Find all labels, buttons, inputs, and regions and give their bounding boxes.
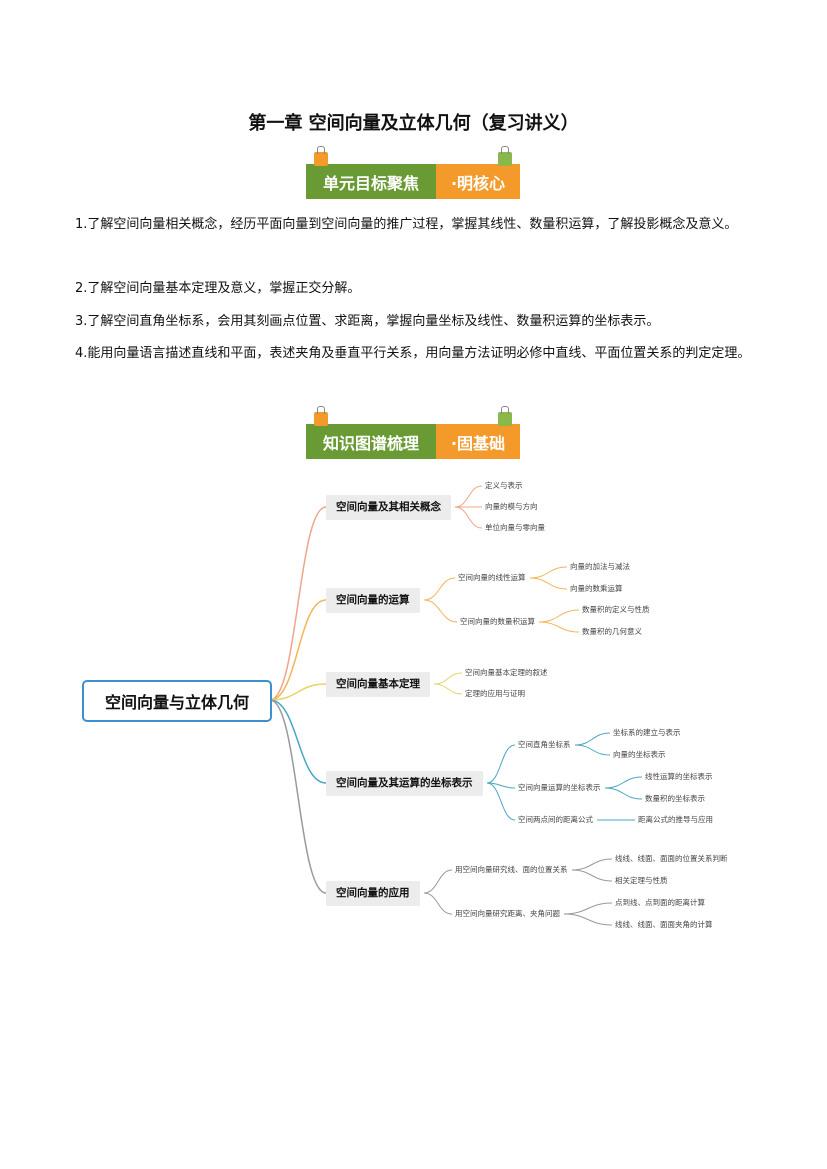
connector-line — [538, 609, 580, 623]
mind-map-branch: 空间向量基本定理 — [326, 671, 430, 697]
connector-line — [269, 699, 327, 894]
banner-right-text: ·明核心 — [436, 164, 520, 199]
banner-right-text: ·固基础 — [436, 424, 520, 459]
mind-map-leaf: 点到线、点到面的距离计算 — [615, 898, 705, 907]
mind-map-subtopic: 空间向量的数量积运算 — [460, 617, 535, 626]
connector-line — [574, 732, 611, 746]
objective-4: 4.能用向量语言描述直线和平面，表述夹角及垂直平行关系，用向量方法证明必修中直线… — [75, 346, 751, 361]
mind-map-leaf: 定义与表示 — [485, 481, 523, 490]
clip-icon — [314, 406, 328, 426]
mind-map-leaf: 向量的数乘运算 — [570, 584, 623, 593]
mind-map-leaf: 定理的应用与证明 — [465, 689, 525, 698]
connector-line — [486, 744, 516, 784]
connector-line — [529, 566, 568, 579]
mind-map-leaf: 线线、线面、面面的位置关系判断 — [615, 854, 728, 863]
connector-line — [269, 699, 327, 784]
mind-map-leaf: 相关定理与性质 — [615, 876, 668, 885]
page-title: 第一章 空间向量及立体几何（复习讲义） — [248, 113, 579, 134]
mind-map-branch: 空间向量的应用 — [326, 880, 420, 906]
connector-line — [538, 621, 580, 633]
connector-line — [563, 902, 613, 915]
knowledge-map-banner: 知识图谱梳理 ·固基础 — [306, 406, 520, 459]
mind-map-leaf: 距离公式的推导与应用 — [638, 815, 713, 824]
mind-map-root: 空间向量与立体几何 — [82, 680, 272, 722]
mind-map-leaf: 数量积的定义与性质 — [582, 605, 650, 614]
mind-map-subtopic: 空间两点间的距离公式 — [518, 815, 593, 824]
connector-line — [423, 577, 456, 601]
mind-map-subtopic: 空间直角坐标系 — [518, 740, 571, 749]
objective-2: 2.了解空间向量基本定理及意义，掌握正交分解。 — [75, 281, 361, 296]
mind-map-leaf: 空间向量基本定理的叙述 — [465, 668, 548, 677]
connector-line — [529, 577, 568, 590]
connector-line — [486, 782, 516, 821]
connector-line — [604, 787, 643, 800]
mind-map-branch: 空间向量及其运算的坐标表示 — [326, 770, 483, 796]
mind-map-leaf: 数量积的几何意义 — [582, 627, 642, 636]
objective-3: 3.了解空间直角坐标系，会用其刻画点位置、求距离，掌握向量坐标及线性、数量积运算… — [75, 314, 660, 329]
objective-1: 1.了解空间向量相关概念，经历平面向量到空间向量的推广过程，掌握其线性、数量积运… — [75, 217, 738, 232]
connector-line — [571, 869, 613, 882]
connector-line — [433, 683, 463, 695]
mind-map-subtopic: 用空间向量研究线、面的位置关系 — [455, 865, 568, 874]
mind-map-leaf: 数量积的坐标表示 — [645, 794, 705, 803]
connector-line — [571, 858, 613, 871]
clip-icon — [498, 146, 512, 166]
mind-map-leaf: 单位向量与零向量 — [485, 523, 545, 532]
connector-line — [486, 782, 516, 789]
mind-map-subtopic: 用空间向量研究距离、夹角问题 — [455, 909, 560, 918]
connector-line — [454, 485, 483, 508]
banner-left-text: 知识图谱梳理 — [306, 424, 436, 459]
unit-goals-banner: 单元目标聚焦 ·明核心 — [306, 146, 520, 199]
mind-map-leaf: 向量的加法与减法 — [570, 562, 630, 571]
mind-map-subtopic: 空间向量运算的坐标表示 — [518, 783, 601, 792]
connector-line — [604, 776, 643, 789]
mind-map-leaf: 坐标系的建立与表示 — [613, 728, 681, 737]
connector-line — [574, 744, 611, 756]
connector-line — [269, 683, 327, 701]
connector-line — [423, 892, 453, 915]
mind-map-branch: 空间向量的运算 — [326, 587, 420, 613]
mind-map-subtopic: 空间向量的线性运算 — [458, 573, 526, 582]
mind-map-leaf: 向量的模与方向 — [485, 502, 538, 511]
connector-line — [433, 672, 463, 685]
mind-map-leaf: 向量的坐标表示 — [613, 750, 666, 759]
mind-map-leaf: 线线、线面、面面夹角的计算 — [615, 920, 713, 929]
banner-left-text: 单元目标聚焦 — [306, 164, 436, 199]
clip-icon — [314, 146, 328, 166]
connector-line — [269, 506, 327, 701]
connector-line — [423, 869, 453, 894]
connector-line — [454, 506, 483, 529]
mind-map-leaf: 线性运算的坐标表示 — [645, 772, 713, 781]
connector-line — [563, 913, 613, 926]
clip-icon — [498, 406, 512, 426]
connector-line — [423, 599, 458, 623]
connector-line — [269, 599, 327, 701]
mind-map-branch: 空间向量及其相关概念 — [326, 494, 451, 520]
